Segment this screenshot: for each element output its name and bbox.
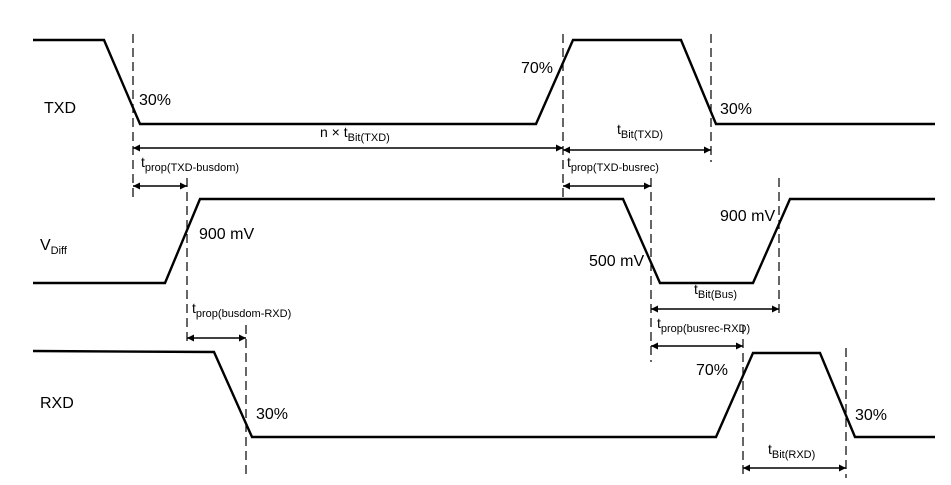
threshold-rxd-fall: 30% bbox=[256, 406, 288, 423]
timing-label-t-prop-txd-busrec-main: t bbox=[567, 154, 571, 170]
timing-label-t-bit-txd-main: t bbox=[617, 121, 621, 137]
signal-label-vdiff-main: V bbox=[40, 237, 51, 254]
timing-label-t-prop-txd-busdom-sub: prop(TXD-busdom) bbox=[145, 162, 239, 174]
timing-label-t-prop-txd-busdom: tprop(TXD-busdom) bbox=[141, 154, 239, 174]
signal-label-vdiff-sub: Diff bbox=[51, 245, 68, 257]
threshold-txd-rise: 70% bbox=[521, 60, 553, 77]
threshold-rxd-rise: 70% bbox=[696, 362, 728, 379]
threshold-txd-fall2: 30% bbox=[720, 101, 752, 118]
threshold-rxd-fall2: 30% bbox=[855, 407, 887, 424]
timing-label-t-prop-busrec-rxd-main: t bbox=[657, 315, 661, 331]
timing-label-t-bit-rxd: tBit(RXD) bbox=[768, 441, 815, 461]
signal-label-rxd: RXD bbox=[40, 395, 74, 412]
timing-label-t-prop-busdom-rxd: tprop(busdom-RXD) bbox=[192, 300, 291, 320]
timing-label-t-bit-txd-sub: Bit(TXD) bbox=[621, 129, 663, 141]
timing-label-t-prop-txd-busrec-sub: prop(TXD-busrec) bbox=[571, 162, 659, 174]
timing-label-t-prop-busdom-rxd-sub: prop(busdom-RXD) bbox=[196, 308, 291, 320]
timing-label-n-bit-txd-main: n × t bbox=[320, 124, 348, 140]
timing-label-t-prop-busrec-rxd: tprop(busrec-RXD) bbox=[657, 315, 750, 335]
timing-label-t-bit-rxd-sub: Bit(RXD) bbox=[772, 449, 815, 461]
vdiff-waveform bbox=[33, 197, 935, 285]
rxd-waveform bbox=[32, 349, 935, 439]
timing-label-t-prop-txd-busrec: tprop(TXD-busrec) bbox=[567, 154, 659, 174]
timing-label-n-bit-txd: n × tBit(TXD) bbox=[320, 124, 390, 144]
timing-label-t-bit-bus: tBit(Bus) bbox=[694, 281, 737, 301]
threshold-vdiff-rise2: 900 mV bbox=[720, 208, 775, 225]
timing-label-n-bit-txd-sub: Bit(TXD) bbox=[348, 132, 390, 144]
timing-label-t-prop-txd-busdom-main: t bbox=[141, 154, 145, 170]
timing-label-t-bit-bus-main: t bbox=[694, 281, 698, 297]
timing-label-t-bit-bus-sub: Bit(Bus) bbox=[698, 289, 737, 301]
threshold-vdiff-fall: 500 mV bbox=[589, 253, 644, 270]
threshold-txd-fall: 30% bbox=[139, 92, 171, 109]
timing-label-t-bit-rxd-main: t bbox=[768, 441, 772, 457]
txd-waveform bbox=[33, 38, 935, 126]
timing-label-t-prop-busdom-rxd-main: t bbox=[192, 300, 196, 316]
timing-label-t-prop-busrec-rxd-sub: prop(busrec-RXD) bbox=[661, 323, 750, 335]
timing-label-t-bit-txd: tBit(TXD) bbox=[617, 121, 663, 141]
signal-label-vdiff: VDiff bbox=[40, 237, 68, 257]
signal-label-txd: TXD bbox=[44, 100, 76, 117]
threshold-vdiff-rise: 900 mV bbox=[199, 226, 254, 243]
